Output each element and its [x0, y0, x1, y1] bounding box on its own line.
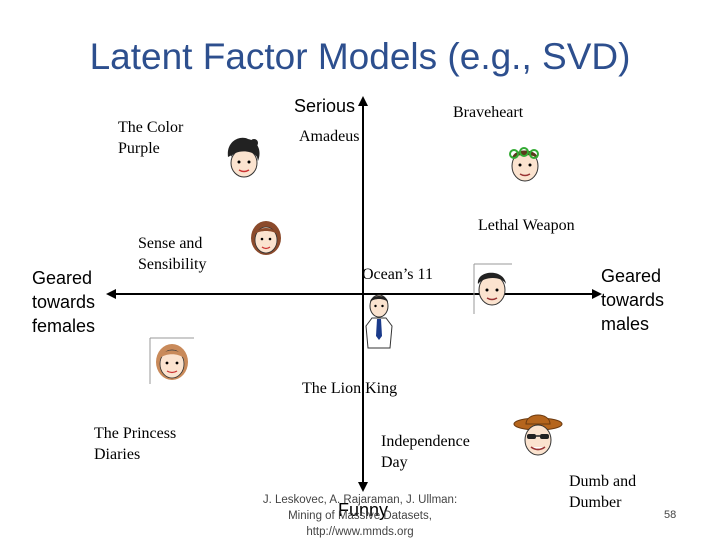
axis-label-serious: Serious	[294, 96, 356, 116]
movie-lethal-weapon: Lethal Weapon	[478, 217, 575, 234]
woman-brown-hair-face-icon	[251, 221, 281, 255]
movie-oceans-11: Ocean’s 11	[362, 266, 433, 283]
man-dark-hair-face-icon	[473, 263, 512, 314]
movie-color-purple: The Color Purple	[118, 119, 184, 157]
axis-label-females: Geared towards females	[32, 268, 96, 336]
woman-light-hair-face-icon	[149, 337, 194, 384]
movie-braveheart: Braveheart	[453, 104, 524, 121]
man-tie-figure-icon	[365, 294, 393, 349]
axis-label-males: Geared towards males	[601, 266, 665, 334]
movie-independence-day: Independence Day	[381, 433, 470, 471]
page-number: 58	[664, 509, 677, 521]
movie-princess-diaries: The Princess Diaries	[94, 425, 177, 463]
axis-label-funny: Funny	[338, 500, 389, 520]
slide-title: Latent Factor Models (e.g., SVD)	[89, 36, 631, 77]
movie-lion-king: The Lion King	[302, 380, 398, 397]
woman-dark-hair-face-icon	[227, 137, 260, 178]
movie-dumb-and-dumber: Dumb and Dumber	[569, 473, 637, 511]
man-green-glasses-face-icon	[509, 147, 539, 182]
movie-amadeus: Amadeus	[299, 128, 360, 145]
movie-sense-and-sensibility: Sense and Sensibility	[138, 235, 207, 273]
man-cowboy-hat-face-icon	[513, 414, 563, 456]
source-credit: J. Leskovec, A. Rajaraman, J. Ullman: Mi…	[262, 494, 458, 538]
